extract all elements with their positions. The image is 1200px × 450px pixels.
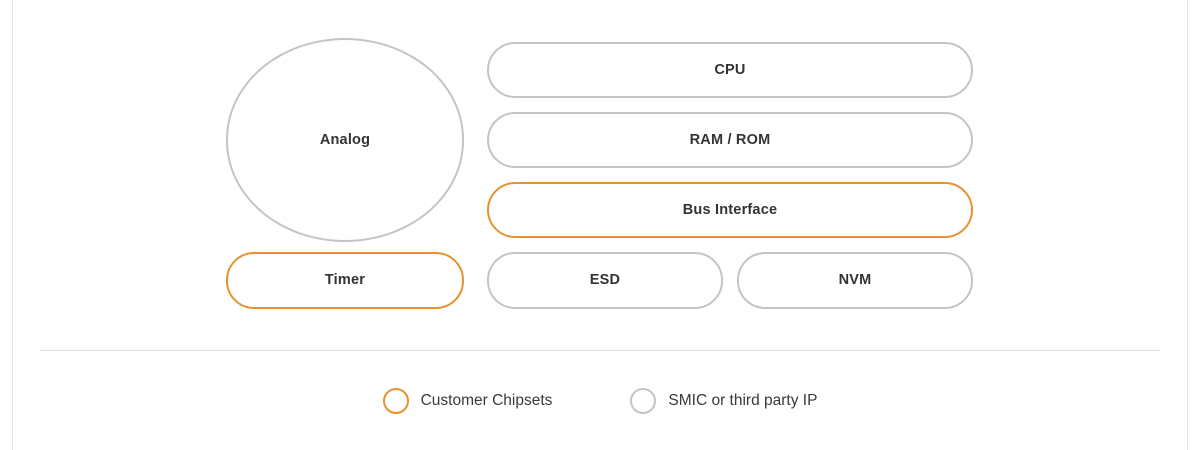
block-analog[interactable]: Analog — [226, 38, 464, 242]
legend-divider — [40, 350, 1160, 351]
block-bus-interface[interactable]: Bus Interface — [487, 182, 973, 238]
block-esd-label: ESD — [589, 272, 621, 289]
block-cpu-label: CPU — [714, 61, 746, 78]
circle-outline-gray-icon — [630, 388, 657, 414]
chipset-block-diagram: Analog CPU RAM / ROM Bus Interface Timer… — [226, 38, 973, 309]
block-ram-rom[interactable]: RAM / ROM — [487, 112, 973, 168]
legend-item-customer-chipsets: Customer Chipsets — [382, 388, 553, 414]
block-analog-label: Analog — [319, 131, 371, 148]
block-timer[interactable]: Timer — [226, 252, 464, 309]
block-nvm[interactable]: NVM — [737, 252, 973, 309]
block-cpu[interactable]: CPU — [487, 42, 973, 98]
page-frame-rule-right — [1187, 0, 1188, 450]
block-timer-label: Timer — [324, 272, 366, 289]
legend-item-customer-chipsets-label: Customer Chipsets — [420, 392, 553, 410]
block-nvm-label: NVM — [838, 272, 872, 289]
block-esd[interactable]: ESD — [487, 252, 723, 309]
legend-item-smic-third-party-ip: SMIC or third party IP — [630, 388, 817, 414]
legend: Customer Chipsets SMIC or third party IP — [0, 381, 1200, 421]
block-ram-rom-label: RAM / ROM — [689, 131, 771, 148]
circle-outline-orange-icon — [382, 388, 409, 414]
legend-item-smic-third-party-ip-label: SMIC or third party IP — [668, 392, 818, 410]
page-frame-rule-left — [12, 0, 13, 450]
block-bus-interface-label: Bus Interface — [682, 201, 778, 218]
